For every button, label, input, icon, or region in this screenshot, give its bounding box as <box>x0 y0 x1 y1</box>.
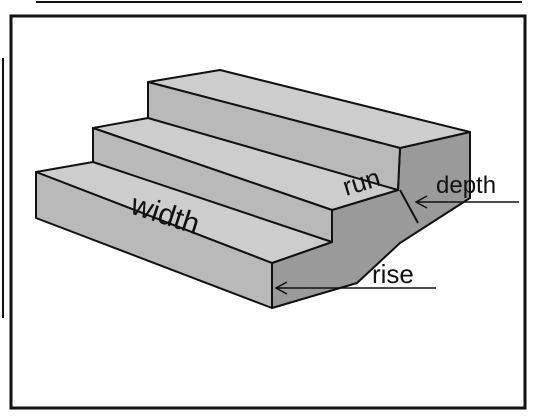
frame <box>2 1 527 410</box>
rise-arrow-head <box>274 281 288 295</box>
rise-label: rise <box>372 259 414 289</box>
outer-border <box>9 14 527 410</box>
annotations <box>274 195 519 295</box>
step-1-riser <box>35 171 273 309</box>
depth-arrow-head <box>414 195 428 209</box>
staircase <box>35 69 471 309</box>
depth-crease-line <box>399 189 419 224</box>
depth-label: depth <box>436 172 496 199</box>
